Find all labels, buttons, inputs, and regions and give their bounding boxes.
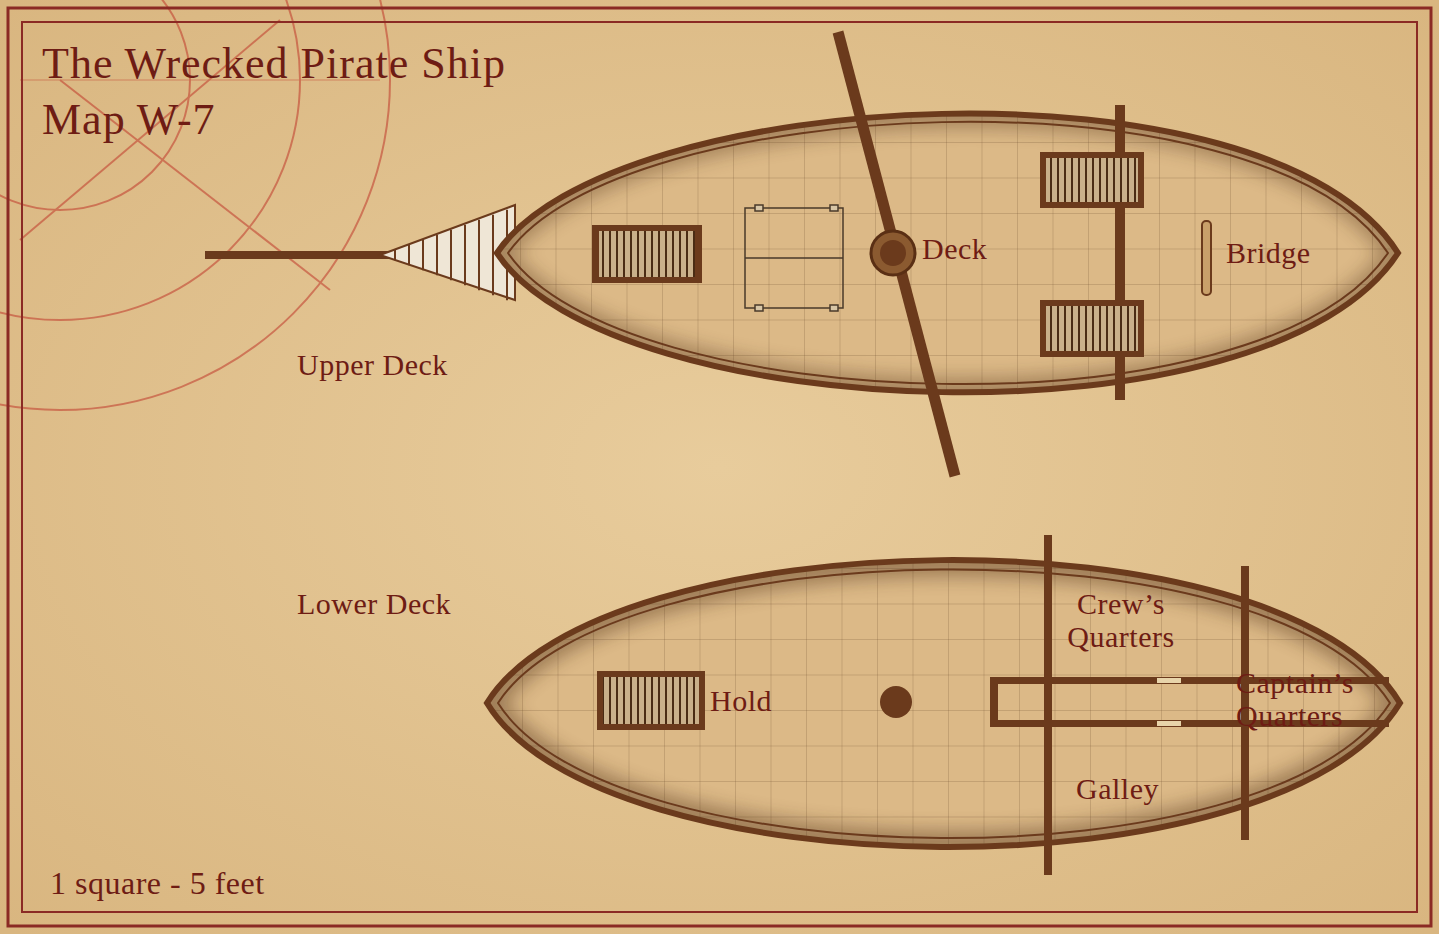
- stairs: [1040, 152, 1144, 208]
- hull-rail: [498, 569, 1390, 838]
- stairs: [1046, 306, 1138, 351]
- stairs: [597, 671, 705, 730]
- rigging-lines: [395, 210, 507, 300]
- map-number: Map W-7: [42, 96, 216, 144]
- corridor-wall: [990, 677, 1245, 684]
- room-label: Hold: [710, 684, 772, 717]
- hull-rail: [508, 122, 1388, 384]
- door: [1157, 678, 1181, 683]
- hull-outline: [497, 114, 1398, 393]
- room-label: Galley: [1076, 772, 1159, 805]
- stairs: [592, 225, 702, 283]
- stairs: [1046, 158, 1138, 202]
- room-label: Crew’s Quarters: [1058, 587, 1184, 653]
- hatch: [745, 205, 843, 311]
- bulkhead: [1044, 535, 1052, 875]
- outer-border: [8, 8, 1431, 926]
- ship-wheel: [1202, 221, 1211, 295]
- map-title: The Wrecked Pirate Ship: [42, 40, 506, 88]
- door: [1157, 721, 1181, 726]
- stairs: [1040, 300, 1144, 357]
- lower-deck: [470, 500, 1430, 900]
- room-label: Captain’s Quarters: [1236, 666, 1386, 732]
- corridor-door: [990, 677, 998, 727]
- hull-outline: [487, 560, 1400, 847]
- upper-deck: [205, 32, 1420, 476]
- mast: [880, 240, 906, 266]
- deck-label: Upper Deck: [297, 348, 448, 381]
- mast: [871, 231, 915, 275]
- mast-base: [880, 686, 912, 718]
- corridor-wall: [990, 720, 1245, 727]
- stairs: [603, 677, 699, 724]
- stairs: [599, 231, 695, 277]
- scale-note: 1 square - 5 feet: [50, 866, 265, 901]
- deck-label: Lower Deck: [297, 587, 451, 620]
- area-label: Bridge: [1226, 236, 1311, 269]
- area-label: Deck: [922, 232, 987, 265]
